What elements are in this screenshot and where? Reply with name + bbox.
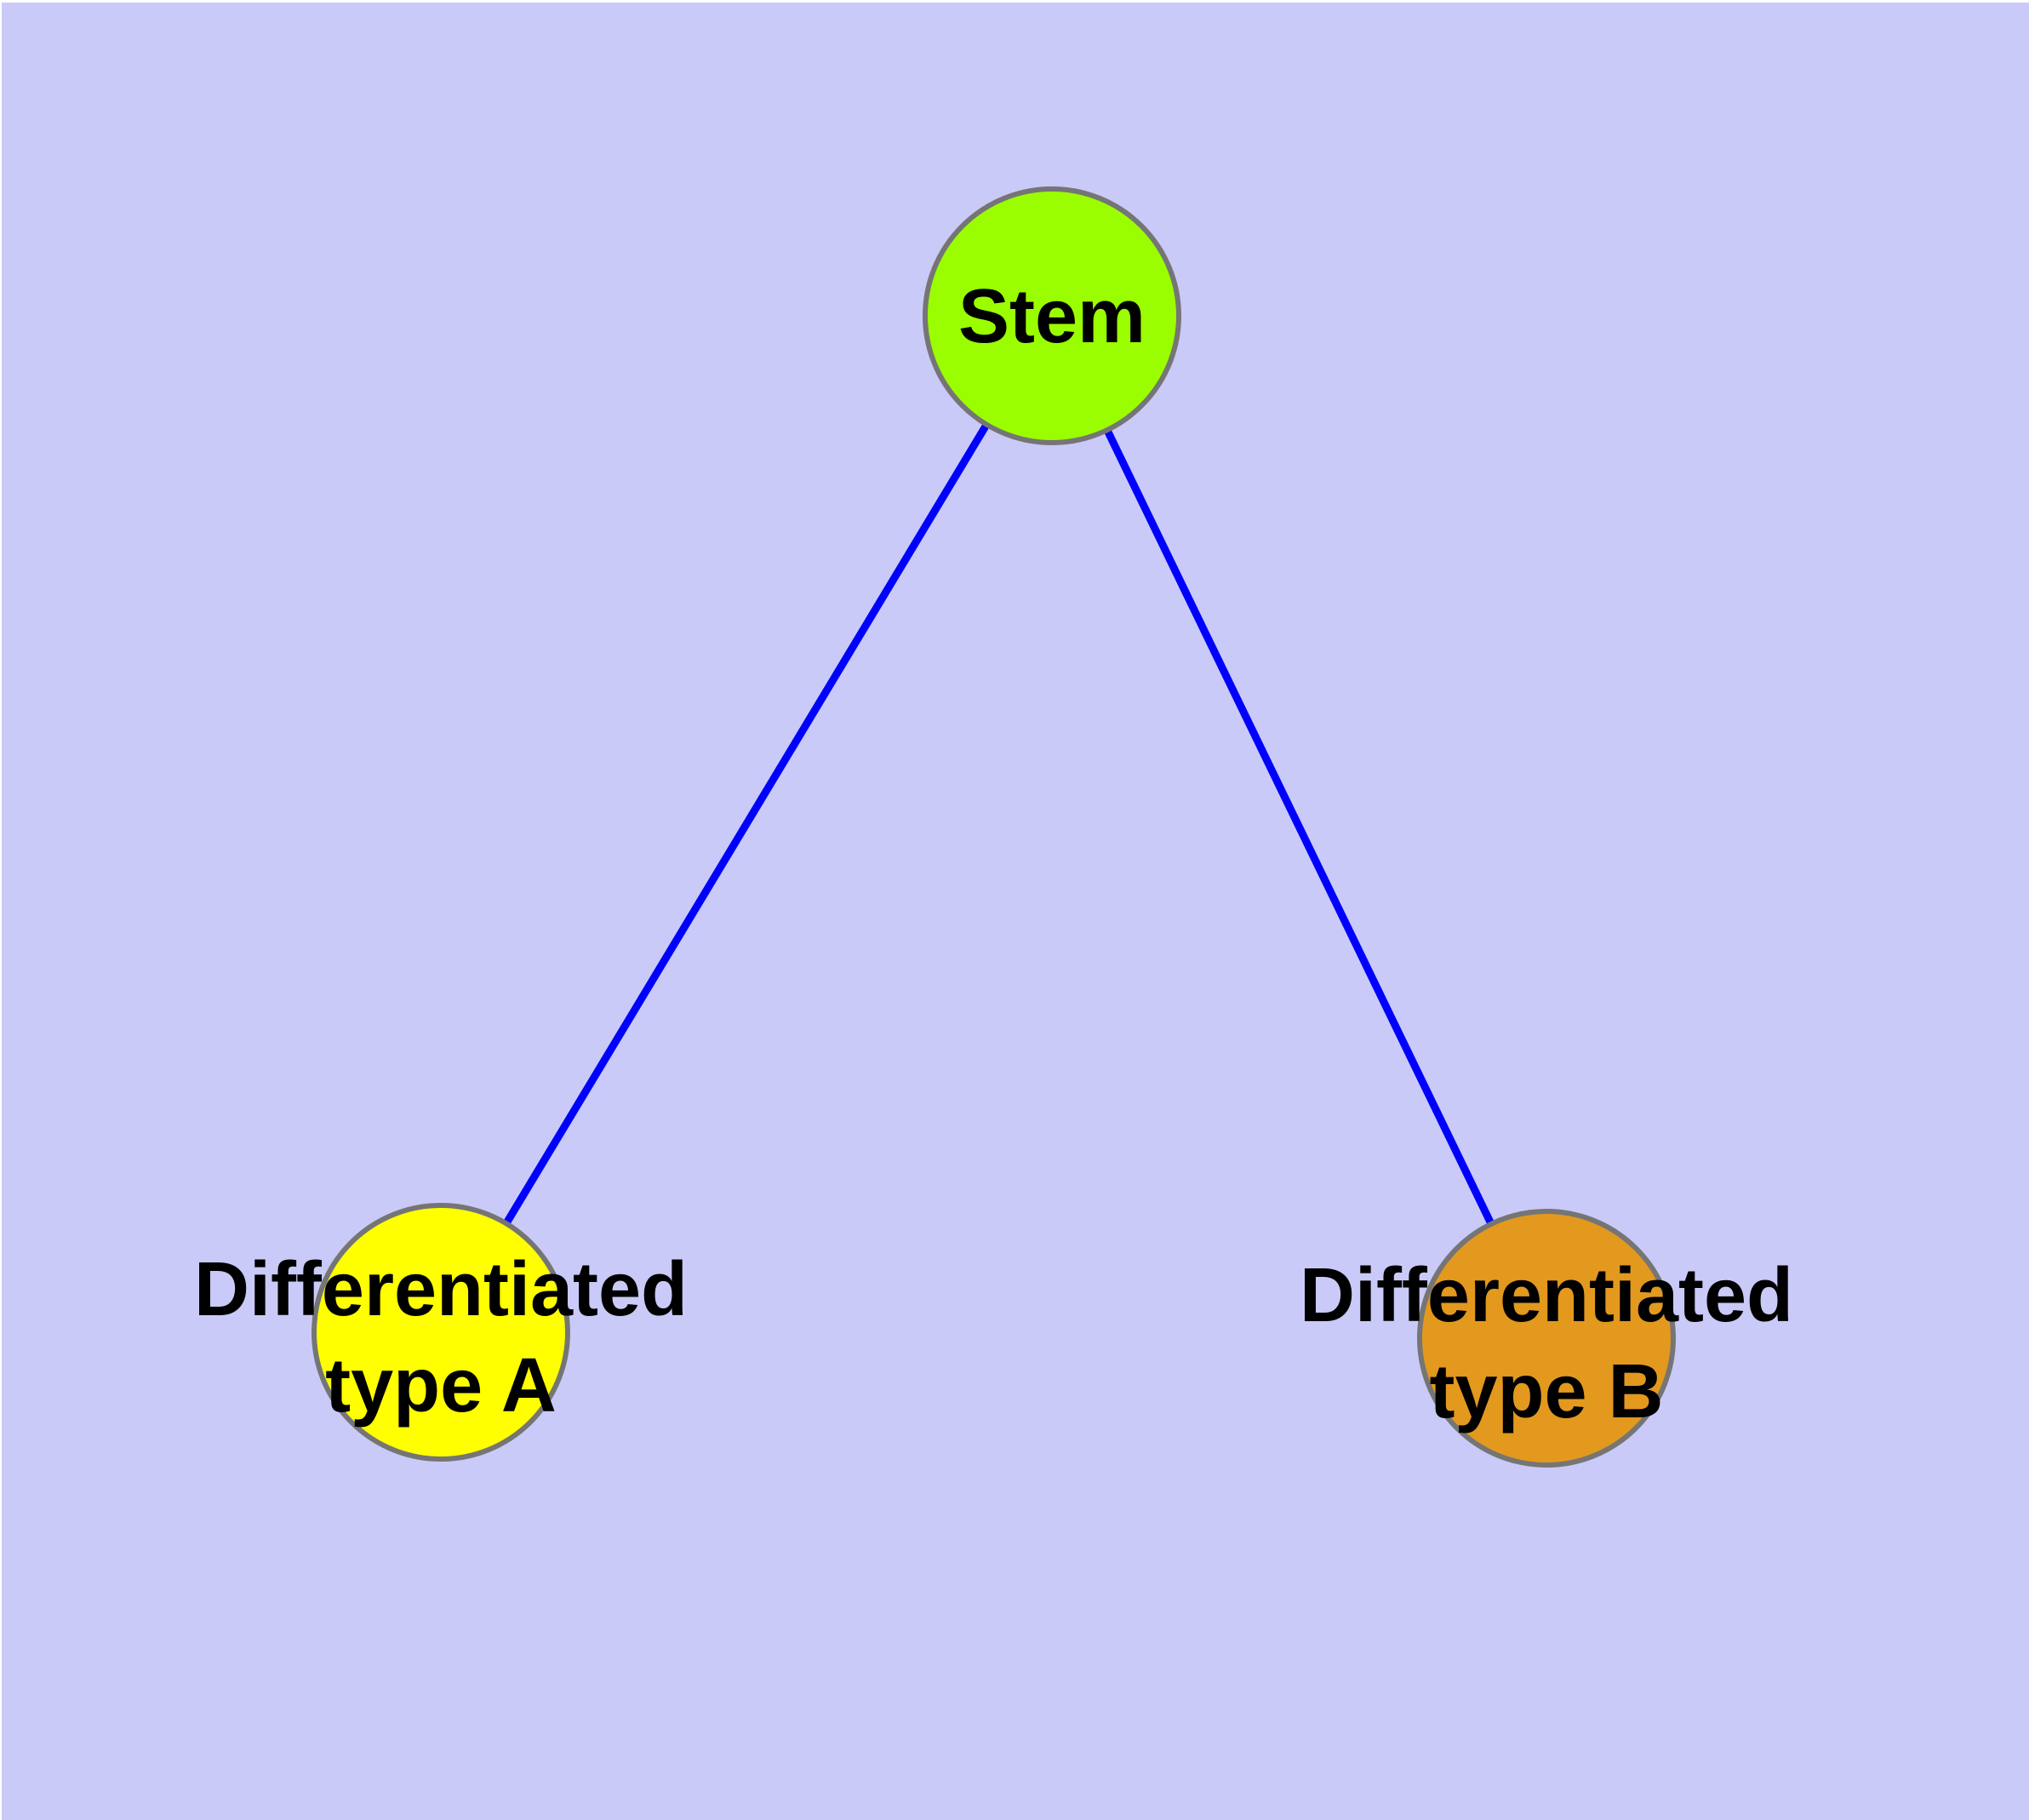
node-differentiated-type-b-circle bbox=[1417, 1209, 1676, 1468]
node-stem-label: Stem bbox=[958, 274, 1146, 359]
node-differentiated-type-a-label-line2: type A bbox=[325, 1343, 557, 1428]
node-differentiated-type-b-label-line2: type B bbox=[1429, 1349, 1663, 1434]
node-stem-circle bbox=[923, 186, 1181, 445]
node-differentiated-type-a-label-line1: Differentiated bbox=[194, 1247, 688, 1332]
edge-stem-to-type-b bbox=[1048, 314, 1551, 1340]
edge-stem-to-type-a bbox=[437, 313, 1055, 1335]
node-differentiated-type-a-circle bbox=[311, 1203, 570, 1462]
node-differentiated-type-b-label-line1: Differentiated bbox=[1300, 1253, 1793, 1338]
